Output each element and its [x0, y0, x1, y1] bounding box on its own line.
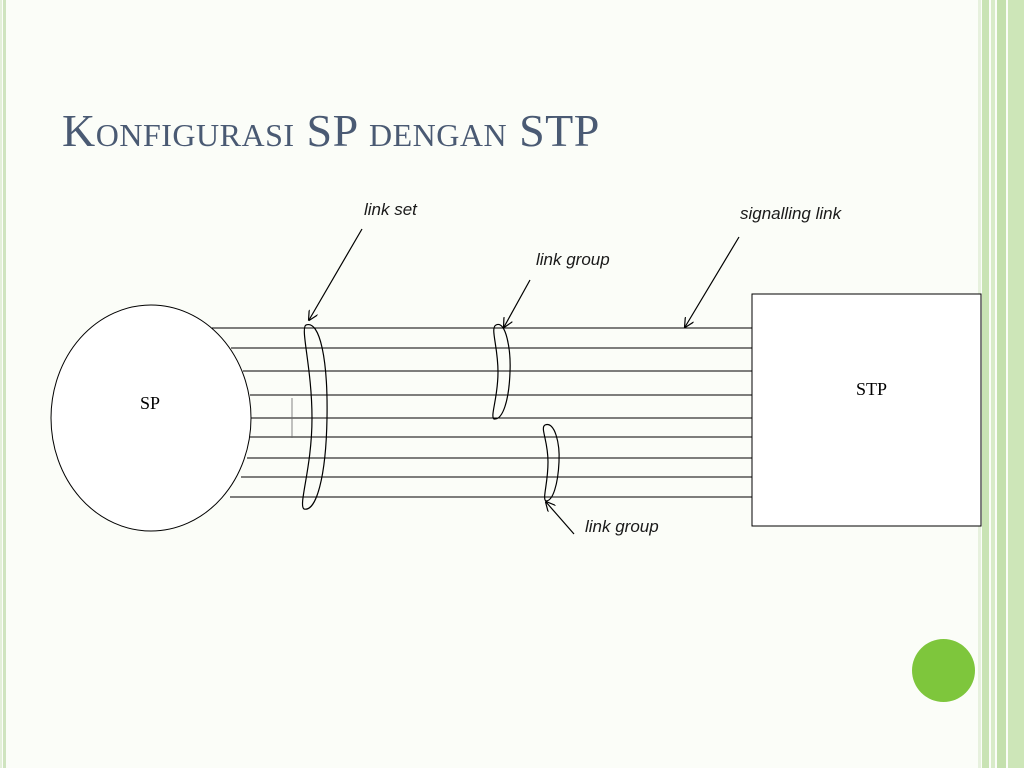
sp-node	[50, 304, 252, 532]
slide-left-border	[0, 0, 6, 768]
link-group-top-brace	[492, 324, 511, 420]
signalling-links	[212, 327, 752, 498]
sp-label: SP	[140, 393, 160, 413]
signalling-link-label: signalling link	[740, 204, 843, 223]
link-set-arrow	[309, 228, 363, 320]
link-group-bottom-label: link group	[585, 517, 659, 536]
link-group-bottom-brace	[542, 424, 560, 502]
link-group-top-label: link group	[536, 250, 610, 269]
accent-dot	[912, 639, 975, 702]
stp-label: STP	[856, 379, 887, 399]
link-group-bottom-arrow	[546, 502, 575, 535]
slide-title: Konfigurasi SP dengan STP	[62, 105, 600, 156]
stp-node	[751, 293, 982, 527]
signalling-link-arrow	[685, 236, 740, 327]
link-set-brace	[301, 324, 328, 510]
link-group-top-arrow	[504, 279, 531, 327]
link-set-label: link set	[364, 200, 418, 219]
